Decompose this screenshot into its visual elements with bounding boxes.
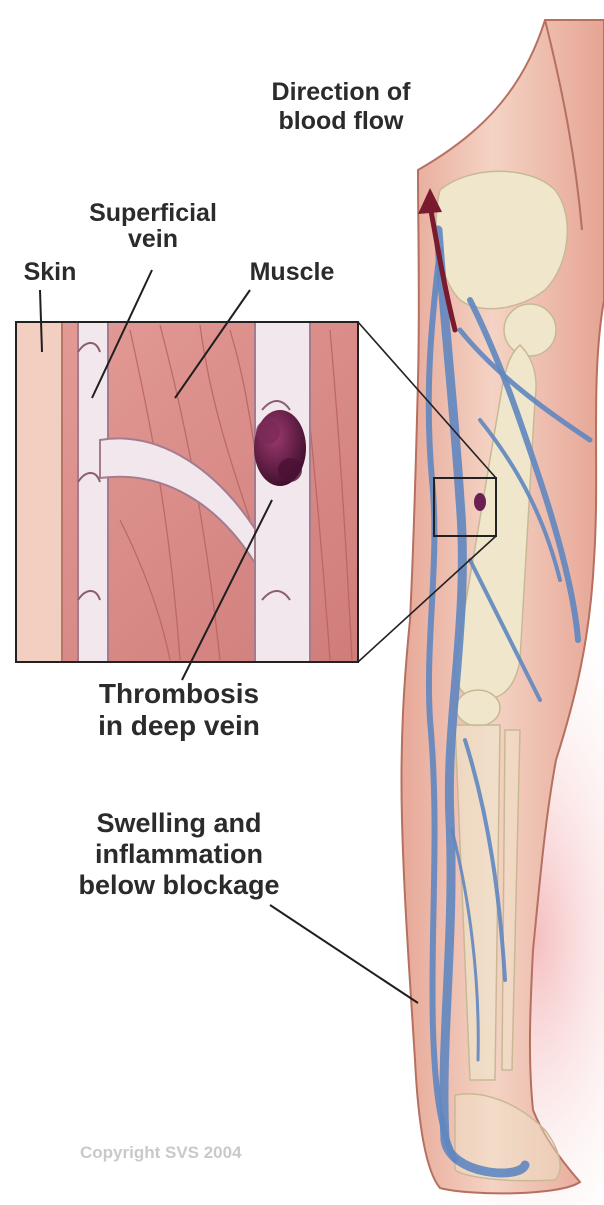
label-superficial-vein: Superficial vein [58, 200, 248, 253]
pelvis [436, 171, 567, 308]
label-direction-line2: blood flow [236, 107, 446, 136]
label-thrombosis: Thrombosis in deep vein [64, 678, 294, 742]
label-thrombosis-line2: in deep vein [64, 710, 294, 742]
label-direction-of-blood-flow: Direction of blood flow [236, 78, 446, 136]
label-direction-line1: Direction of [236, 78, 446, 107]
label-superficial-line1: Superficial [58, 200, 248, 226]
label-swelling-line2: inflammation [34, 839, 324, 870]
label-thrombosis-line1: Thrombosis [64, 678, 294, 710]
copyright-notice: Copyright SVS 2004 [80, 1143, 242, 1163]
deep-vein [255, 322, 310, 662]
inset-cross-section [16, 322, 358, 662]
skin-layer [16, 322, 62, 662]
femur-head [504, 304, 556, 356]
label-swelling-line3: below blockage [34, 870, 324, 901]
label-skin-text: Skin [10, 258, 90, 287]
label-muscle: Muscle [222, 258, 362, 287]
label-swelling-line1: Swelling and [34, 808, 324, 839]
thrombus [254, 410, 306, 486]
small-clot [474, 493, 486, 511]
label-swelling: Swelling and inflammation below blockage [34, 808, 324, 901]
label-superficial-line2: vein [58, 226, 248, 252]
kneecap [456, 690, 500, 726]
label-skin: Skin [10, 258, 90, 287]
label-muscle-text: Muscle [222, 258, 362, 287]
